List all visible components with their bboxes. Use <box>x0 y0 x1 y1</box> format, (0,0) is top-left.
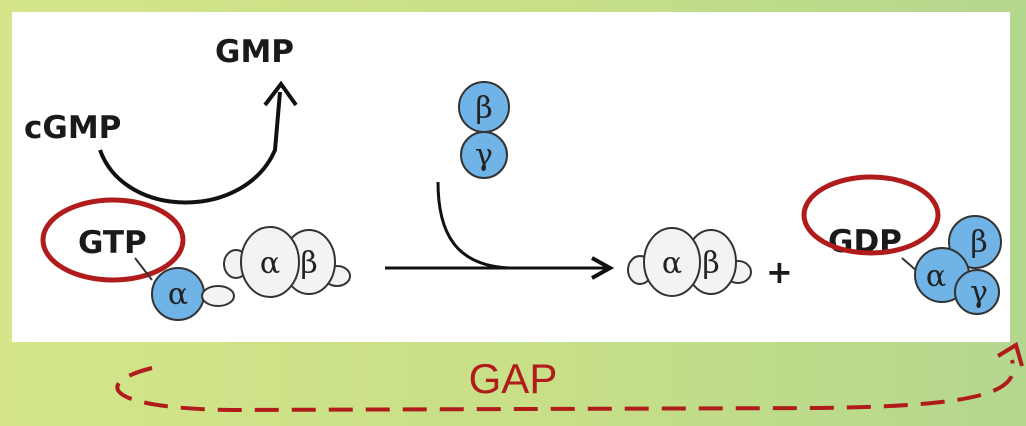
gtp-label: GTP <box>78 225 147 261</box>
pde-beta-label: β <box>300 246 317 281</box>
gtp-highlight-circle <box>40 197 186 283</box>
cgmp-label: cGMP <box>24 110 121 146</box>
free-gamma-label: γ <box>475 138 493 173</box>
gap-label: GAP <box>469 355 558 402</box>
g-protein-beta <box>948 215 1002 269</box>
pde-small-subunit-left <box>201 285 235 307</box>
pde-alpha-subunit <box>240 226 300 298</box>
g-protein-gamma <box>954 269 1000 315</box>
g-protein-gamma-label: γ <box>970 275 988 310</box>
gmp-label: GMP <box>215 34 294 70</box>
pde-after-alpha-label: α <box>662 246 682 281</box>
plus-sign: + <box>766 253 793 291</box>
pde-alpha-label: α <box>260 246 280 281</box>
free-beta-subunit <box>458 81 510 133</box>
pde-after-alpha <box>643 227 701 297</box>
free-beta-label: β <box>475 91 492 126</box>
gdp-highlight-circle <box>801 174 941 256</box>
gap-cycle-dashed-arrow <box>115 359 1016 413</box>
gap-arrowhead <box>996 341 1024 367</box>
g-protein-beta-label: β <box>970 225 987 260</box>
beta-gamma-join-arrow <box>436 181 511 270</box>
gtp-bond <box>134 257 153 281</box>
gmp-arrowhead <box>263 80 298 107</box>
cgmp-to-gmp-arrow <box>98 91 282 205</box>
pde-after-beta-label: β <box>702 246 719 281</box>
alpha-active-label: α <box>168 277 188 312</box>
g-protein-alpha-label: α <box>926 259 946 294</box>
